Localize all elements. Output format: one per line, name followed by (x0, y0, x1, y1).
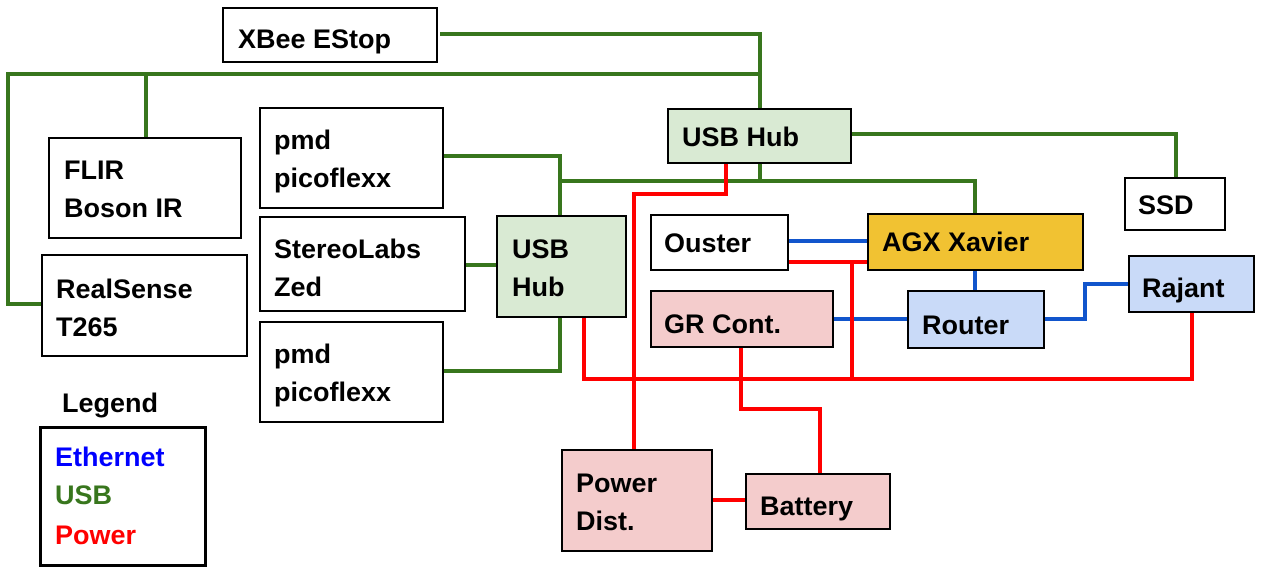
usb-hub-small-label-line2: Hub (512, 272, 565, 302)
zed-label-line2: Zed (274, 272, 323, 302)
power-wire-gr-to-battery (739, 347, 822, 474)
legend-ethernet: Ethernet (55, 442, 165, 472)
usb-wire-hub-to-ssd (851, 132, 1178, 177)
legend-power: Power (55, 520, 137, 550)
ouster-label: Ouster (664, 228, 752, 258)
power-dist-label-line1: Power (576, 468, 658, 498)
usb-hub-small-node: USB Hub (496, 215, 627, 318)
legend-box (39, 426, 207, 567)
xbee-estop-label: XBee EStop (238, 24, 392, 54)
agx-xavier-label: AGX Xavier (882, 227, 1030, 257)
stereolabs-zed-node: StereoLabs Zed (259, 216, 466, 312)
realsense-label-line1: RealSense (56, 274, 193, 304)
battery-label: Battery (760, 491, 854, 521)
xbee-estop-node: XBee EStop (222, 7, 438, 63)
flir-label-line1: FLIR (64, 155, 124, 185)
pmd-top-label-line2: picoflexx (274, 163, 392, 193)
gr-cont-label: GR Cont. (664, 309, 781, 339)
zed-label-line1: StereoLabs (274, 234, 422, 264)
realsense-node: RealSense T265 (41, 254, 248, 357)
router-node: Router (907, 290, 1045, 349)
pmd-bottom-label-line1: pmd (274, 339, 331, 369)
pmd-bottom-label-line2: picoflexx (274, 377, 392, 407)
usb-hub-main-node: USB Hub (667, 108, 852, 164)
legend-usb: USB (55, 480, 113, 510)
battery-node: Battery (745, 473, 891, 530)
pmd-picoflexx-bottom-node: pmd picoflexx (259, 321, 444, 423)
usb-wire-hub-to-small-hub (558, 179, 760, 215)
usb-wire-realsense-to-hub (6, 72, 760, 306)
flir-label-line2: Boson IR (64, 193, 183, 223)
flir-boson-node: FLIR Boson IR (48, 137, 242, 239)
legend-title: Legend (62, 388, 159, 418)
realsense-label-line2: T265 (56, 312, 118, 342)
rajant-node: Rajant (1128, 255, 1255, 313)
router-label: Router (922, 310, 1009, 340)
usb-wire-pmd-bottom-to-small-hub (443, 317, 562, 373)
power-dist-label-line2: Dist. (576, 506, 635, 536)
pmd-top-label-line1: pmd (274, 125, 331, 155)
usb-wire-xbee-to-hub (440, 32, 762, 110)
usb-wire-pmd-top-to-small-hub (443, 154, 562, 181)
power-dist-node: Power Dist. (561, 449, 713, 552)
usb-hub-main-label: USB Hub (682, 122, 799, 152)
usb-hub-small-label-line1: USB (512, 234, 570, 264)
ouster-node: Ouster (650, 214, 789, 271)
gr-cont-node: GR Cont. (650, 290, 834, 348)
usb-wire-hub-to-agx (758, 164, 977, 214)
ethernet-wire-router-to-rajant (1044, 282, 1129, 321)
ssd-node: SSD (1124, 177, 1226, 231)
pmd-picoflexx-top-node: pmd picoflexx (259, 107, 444, 209)
power-wire-dist-to-usb-hub (632, 164, 728, 450)
agx-xavier-node: AGX Xavier (867, 213, 1084, 271)
rajant-label: Rajant (1142, 273, 1225, 303)
power-wire-small-hub-to-rajant (582, 312, 1194, 381)
ssd-label: SSD (1138, 190, 1194, 220)
